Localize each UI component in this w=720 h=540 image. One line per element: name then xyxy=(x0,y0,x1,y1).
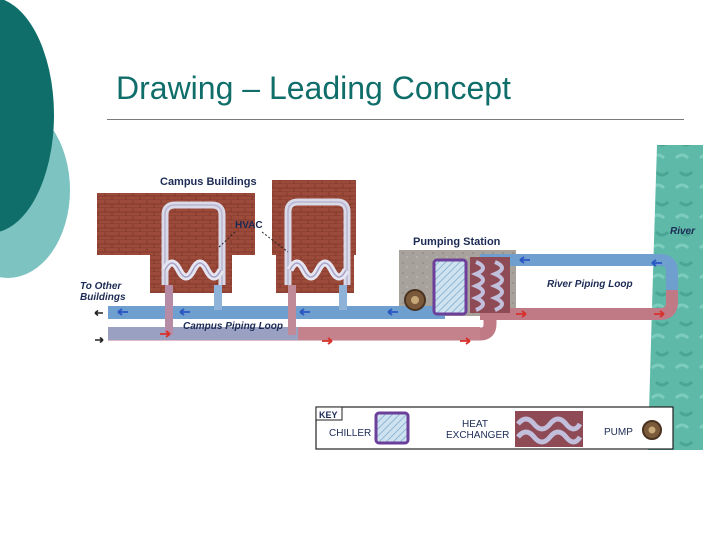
other-buildings-label-1: To Other xyxy=(80,281,122,292)
flow-arrows-blue xyxy=(117,256,662,316)
key-title: KEY xyxy=(319,410,338,420)
legend-arrows xyxy=(94,309,104,344)
campus-warm-pipe xyxy=(108,315,497,341)
flow-arrows-red xyxy=(160,310,665,345)
riser-3 xyxy=(288,285,296,335)
dark-teal-arc xyxy=(0,0,54,232)
riser-4 xyxy=(339,285,347,310)
river-label: River xyxy=(670,226,696,237)
key-pump-label: PUMP xyxy=(604,427,633,438)
pumping-station-label: Pumping Station xyxy=(413,236,501,248)
campus-cold-pipe xyxy=(108,306,440,319)
riser-1 xyxy=(165,285,173,335)
key-chiller-label: CHILLER xyxy=(329,428,371,439)
key-heat-exchanger-label-1: HEAT xyxy=(462,419,488,430)
key-chiller-swatch xyxy=(374,411,410,445)
key-legend: KEY CHILLER HEAT EXCHANGER PUMP xyxy=(315,406,674,450)
key-heat-exchanger-label-2: EXCHANGER xyxy=(446,430,509,441)
campus-buildings-label: Campus Buildings xyxy=(160,176,257,188)
corner-decoration xyxy=(0,0,70,278)
hvac-pointer-right xyxy=(261,231,289,253)
title-divider xyxy=(107,119,684,120)
river-loop-label: River Piping Loop xyxy=(547,279,633,290)
hvac-label: HVAC xyxy=(235,220,263,231)
riser-2 xyxy=(214,285,222,310)
chiller xyxy=(432,258,468,316)
slide-title: Drawing – Leading Concept xyxy=(116,70,511,106)
campus-loop-label: Campus Piping Loop xyxy=(183,321,283,332)
other-buildings-label-2: Buildings xyxy=(80,292,126,303)
